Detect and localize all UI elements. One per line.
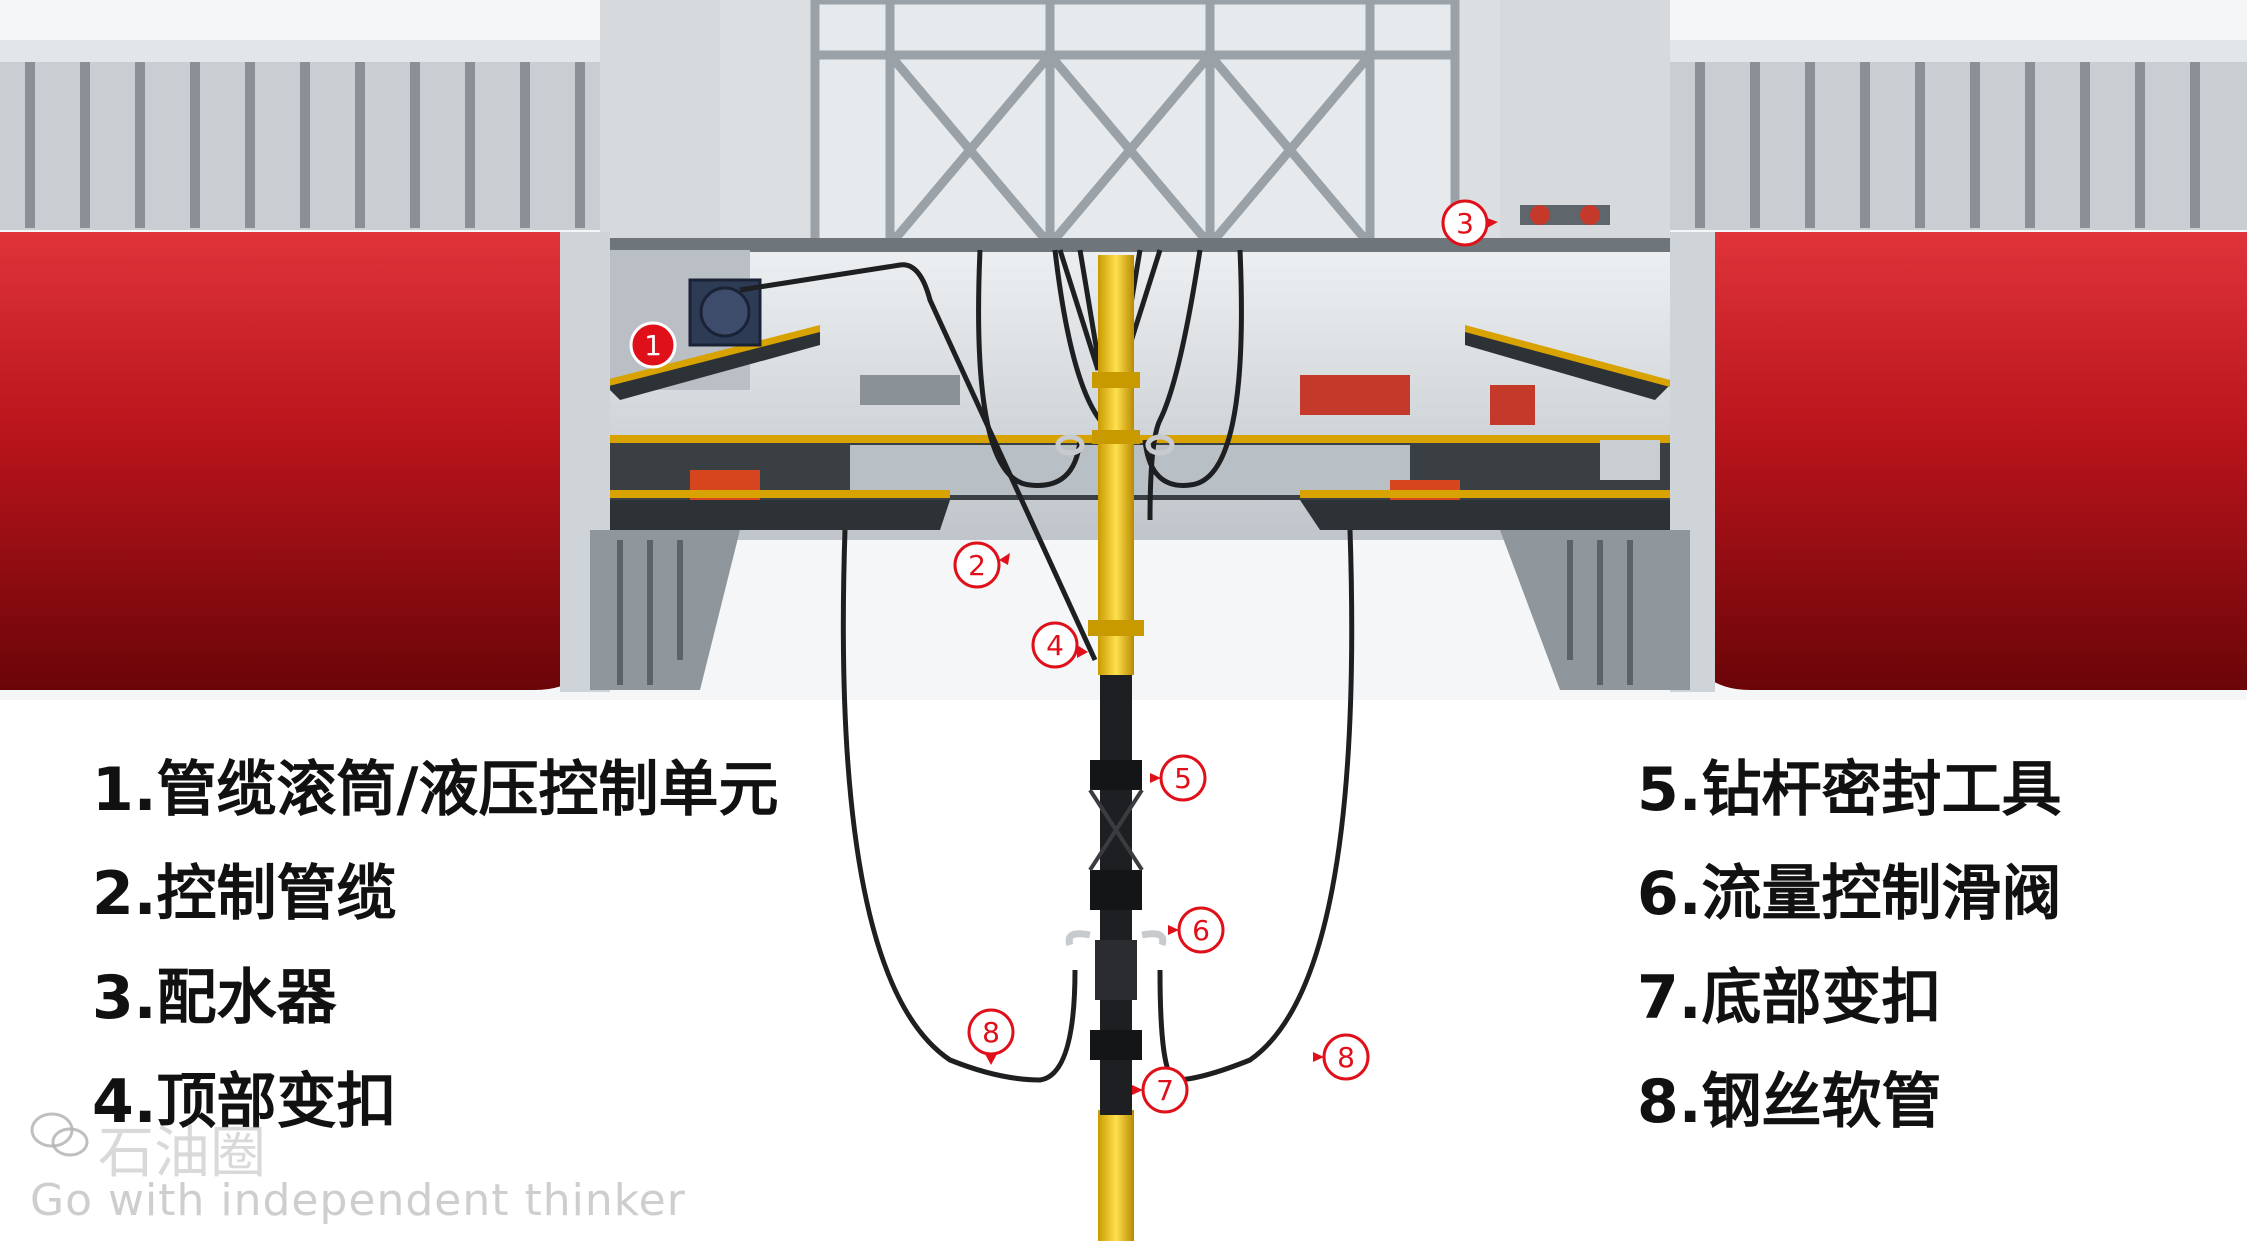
callout-7-label: 7 [1156,1074,1174,1107]
legend-item-6: 6.流量控制滑阀 [1637,859,2062,929]
legend-item-7: 7.底部变扣 [1637,963,1942,1033]
callout-7: 7 [1132,1066,1189,1114]
hull-left [0,232,740,692]
legend-item-5: 5.钻杆密封工具 [1637,755,2062,825]
control-cables [739,249,1244,662]
callout-1-label: 1 [644,329,662,362]
callout-2: 2 [953,541,1010,589]
hull-right [1500,232,2247,692]
steel-wire-hoses [840,529,1355,1083]
drill-pipe-string [1055,255,1175,1241]
callout-6-label: 6 [1192,914,1210,947]
callout-6: 6 [1168,906,1225,954]
derrick-truss [810,0,1460,250]
watermark-tagline: Go with independent thinker [30,1175,686,1226]
legend-item-3: 3.配水器 [92,963,337,1033]
callout-5: 5 [1150,754,1207,802]
callout-5-label: 5 [1174,762,1192,795]
callout-8-left-label: 8 [982,1016,1000,1049]
callout-2-label: 2 [968,549,986,582]
moonpool-interior [560,238,1710,540]
callout-3: 3 [1441,199,1610,247]
legend-item-2: 2.控制管缆 [92,859,397,929]
legend-left: 1.管缆滚筒/液压控制单元 2.控制管缆 3.配水器 4.顶部变扣 [92,760,778,1176]
legend-item-8: 8.钢丝软管 [1637,1067,1942,1137]
callout-8-right: 8 [1313,1033,1370,1081]
callout-8-left: 8 [967,1008,1015,1065]
callout-1: 1 [629,321,677,369]
wechat-logo-icon [30,1112,90,1158]
watermark-name: 石油圈 [98,1121,266,1186]
legend-right: 5.钻杆密封工具 6.流量控制滑阀 7.底部变扣 8.钢丝软管 [1637,760,2062,1176]
callouts: 1 2 3 4 5 6 7 [629,199,1610,1114]
callout-4-label: 4 [1046,629,1064,662]
callout-3-label: 3 [1456,207,1474,240]
legend-item-4: 4.顶部变扣 [92,1067,397,1137]
callout-4: 4 [1031,621,1088,669]
callout-8-right-label: 8 [1337,1041,1355,1074]
legend-item-1: 1.管缆滚筒/液压控制单元 [92,755,779,825]
